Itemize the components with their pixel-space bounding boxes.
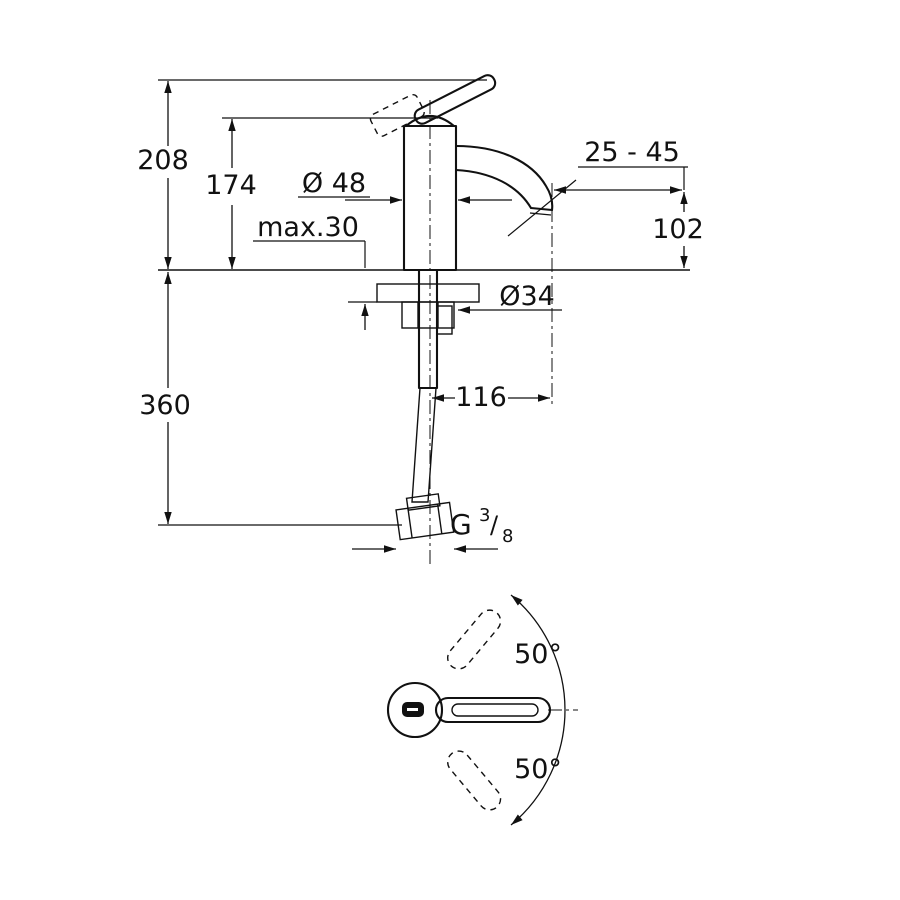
deck-hole-edges [418,270,438,284]
lever-top-slot [451,703,539,717]
body-top-circle [386,681,444,739]
thread-size-numerator: 3 [479,505,490,526]
spout-inner-curve [454,168,533,210]
dim-deck-thickness: max.30 [257,212,359,243]
aerator-line [529,212,552,216]
mounting-nut [401,301,455,329]
spout-outlet-face [529,206,554,212]
thread-size-prefix: G [450,508,472,541]
mounting-washer [376,283,480,303]
thread-size-denominator: 8 [502,526,513,547]
thread-size-slash: / [490,511,499,539]
dim-spout-range: 25 - 45 [584,137,680,168]
swing-arc-lower [510,709,566,826]
dim-body-diameter: Ø 48 [302,168,366,199]
faucet-body [402,124,458,272]
cartridge-slot [407,708,418,711]
body-dome-cap [404,114,456,128]
hose-collar [405,493,441,512]
center-lines [429,100,578,711]
dim-angle-upper: 50° [514,639,562,670]
dimension-lines [164,81,688,553]
lever-top-view [434,696,552,724]
lever-swing-upper-dashed [447,609,502,670]
side-fitting [436,305,453,335]
lever-handle [413,74,497,125]
hose-connector-nut [395,501,455,541]
spout-outer-curve [454,144,554,212]
lever-dashed-position [369,93,425,137]
nut-facets [417,302,439,328]
faucet-plan-view [386,594,566,826]
swing-arc-upper [510,594,566,711]
mounting-shank [417,268,439,390]
connector-facets [407,503,443,539]
dim-hose-length: 360 [139,390,191,421]
dimension-labels: 208 174 Ø 48 max.30 25 - 45 102 Ø34 116 … [137,137,704,785]
dim-spout-projection: 116 [455,382,507,413]
dim-angle-lower: 50° [514,754,562,785]
dim-spout-height: 102 [652,214,704,245]
faucet-side-view [369,74,554,541]
dim-body-height: 174 [205,170,257,201]
lever-swing-lower-dashed [447,750,502,811]
dim-overall-height: 208 [137,145,189,176]
flexible-hose [411,387,437,503]
dim-hole-diameter: Ø34 [499,281,555,312]
